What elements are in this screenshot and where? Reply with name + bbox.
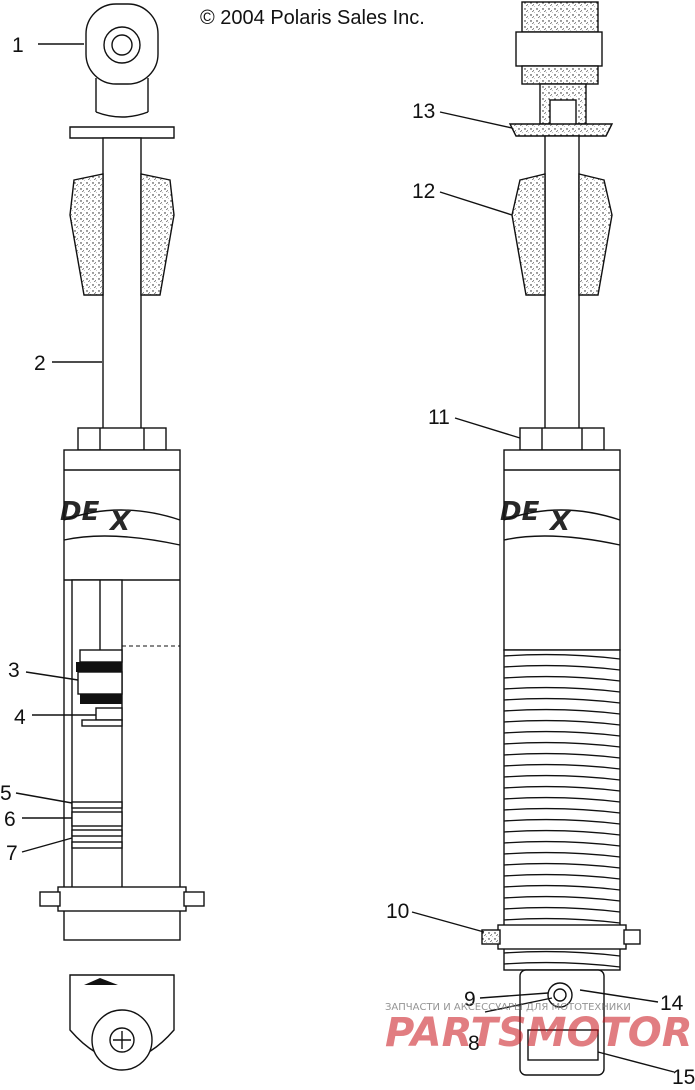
cutaway-window	[71, 579, 123, 891]
piston-nut	[95, 707, 123, 721]
callout-8: 8	[468, 1032, 480, 1055]
spring-collar-right	[497, 924, 627, 950]
spring-coil	[503, 829, 621, 836]
seal-ring-5	[71, 801, 123, 809]
body-cap-nut	[77, 427, 167, 451]
watermark-tagline: ЗАПЧАСТИ И АКСЕССУАРЫ ДЛЯ МОТОТЕХНИКИ	[385, 1002, 631, 1013]
spring-coil	[503, 807, 621, 814]
spring-coil	[503, 884, 621, 891]
callout-12: 12	[412, 180, 435, 203]
body-cap-nut-right	[519, 427, 605, 451]
callout-2: 2	[34, 352, 46, 375]
right-shock: DE X	[481, 1, 641, 1076]
spring-coil	[503, 653, 621, 660]
watermark-logo: PARTSMOTOR.RU	[385, 1010, 695, 1056]
spring-coil	[503, 708, 621, 715]
washer	[508, 123, 614, 137]
spring-coil	[503, 796, 621, 803]
bumper-right-half	[140, 173, 175, 296]
spring-coil	[503, 906, 621, 913]
callout-13: 13	[412, 100, 435, 123]
svg-text:X: X	[108, 507, 132, 537]
svg-text:X: X	[548, 507, 572, 537]
spring-coil	[503, 917, 621, 924]
bumper-left-half	[69, 173, 104, 296]
spring-coil	[503, 697, 621, 704]
spring-coil	[503, 873, 621, 880]
svg-text:DE: DE	[500, 497, 540, 527]
spring-coil	[503, 741, 621, 748]
spring-coil	[503, 664, 621, 671]
spring-coil	[503, 730, 621, 737]
spring-coil	[503, 895, 621, 902]
callout-15: 15	[672, 1066, 695, 1089]
spring-coil	[503, 763, 621, 770]
callout-9: 9	[464, 988, 476, 1011]
left-shock: DE X	[39, 3, 205, 1071]
spring-coil	[503, 950, 621, 957]
callout-10: 10	[386, 900, 409, 923]
spring-coils	[503, 649, 621, 971]
spring-coil	[503, 851, 621, 858]
seal-ring-7	[71, 829, 123, 837]
watermark: ЗАПЧАСТИ И АКСЕССУАРЫ ДЛЯ МОТОТЕХНИКИ PA…	[385, 1002, 695, 1056]
callout-6: 6	[4, 808, 16, 831]
spring-coil	[503, 675, 621, 682]
callout-1: 1	[12, 34, 24, 57]
callout-11: 11	[428, 406, 450, 429]
seal-ring-6	[71, 811, 123, 827]
callout-7: 7	[6, 842, 18, 865]
callout-4: 4	[14, 706, 26, 729]
spring-coil	[503, 774, 621, 781]
spring-collar	[57, 886, 187, 912]
callout-labels: 1 2 3 4 5 6 7 8 9 10 11 12 13 14 15	[0, 34, 695, 1089]
top-mount-bushing	[521, 1, 599, 33]
valve-stack	[79, 649, 123, 663]
shock-body-right	[503, 449, 621, 651]
spring-coil	[503, 961, 621, 968]
leader-lines	[15, 43, 675, 1073]
spring-coil	[503, 840, 621, 847]
spring-coil	[503, 785, 621, 792]
spring-coil	[503, 686, 621, 693]
callout-3: 3	[8, 659, 20, 682]
spring-coil	[503, 719, 621, 726]
spring-coil	[503, 818, 621, 825]
svg-text:DE: DE	[60, 497, 100, 527]
spring-coil	[503, 862, 621, 869]
shaft	[102, 137, 142, 431]
callout-5: 5	[0, 782, 12, 805]
callout-14: 14	[660, 992, 684, 1015]
bumper-right	[511, 173, 546, 296]
shaft-right	[544, 135, 580, 431]
copyright-text: © 2004 Polaris Sales Inc.	[200, 7, 425, 29]
spring-coil	[503, 752, 621, 759]
top-plate	[69, 126, 175, 139]
